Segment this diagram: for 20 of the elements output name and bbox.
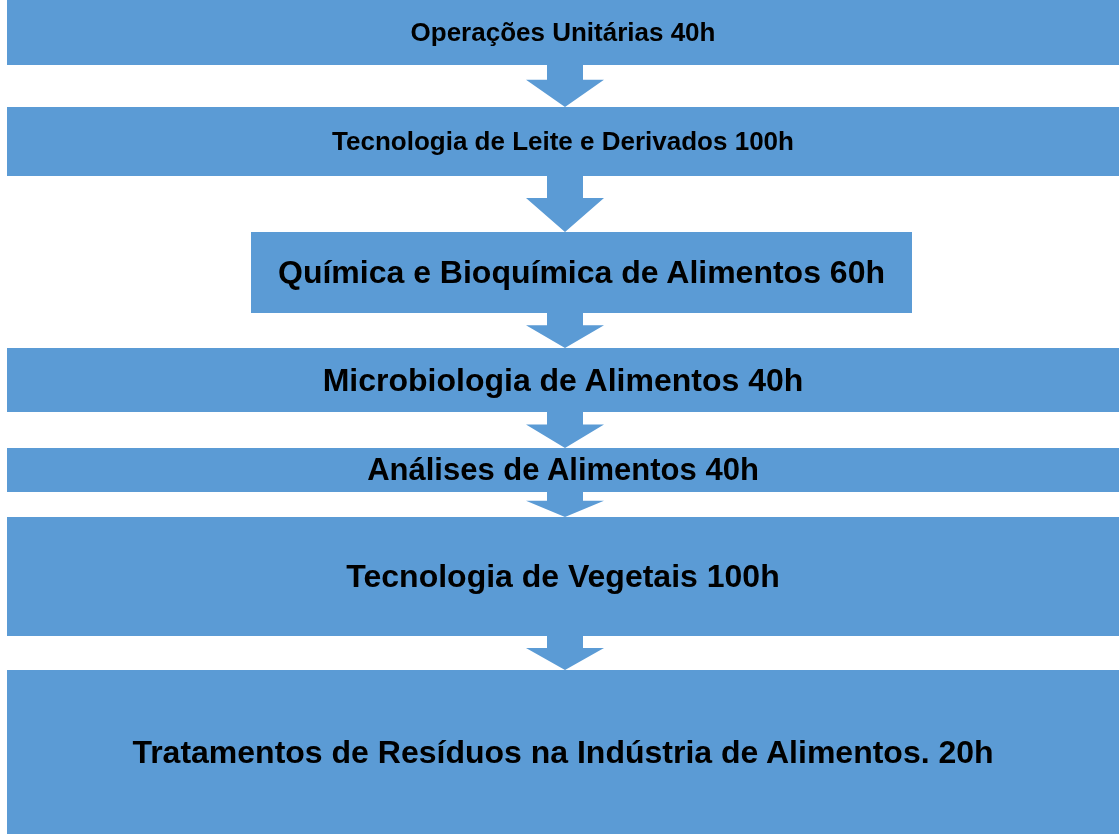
block-arrow [526,65,604,107]
process-box [7,517,1119,636]
box-label: Tecnologia de Vegetais 100h [346,558,780,595]
box-label: Análises de Alimentos 40h [367,452,759,488]
process-box [7,348,1119,412]
process-box [7,448,1119,492]
process-box [7,107,1119,176]
block-arrow [526,412,604,448]
box-label: Química e Bioquímica de Alimentos 60h [278,254,885,291]
process-box [251,232,912,313]
process-box [7,0,1119,65]
box-label: Microbiologia de Alimentos 40h [322,361,804,399]
box-label: Tecnologia de Leite e Derivados 100h [332,126,794,157]
process-box [7,670,1119,834]
box-label: Tratamentos de Resíduos na Indústria de Alimentos. 20h [132,733,994,771]
box-label: Operações Unitárias 40h [410,17,716,48]
block-arrow [526,313,604,348]
block-arrow [526,176,604,232]
block-arrow [526,492,604,517]
block-arrow [526,636,604,670]
